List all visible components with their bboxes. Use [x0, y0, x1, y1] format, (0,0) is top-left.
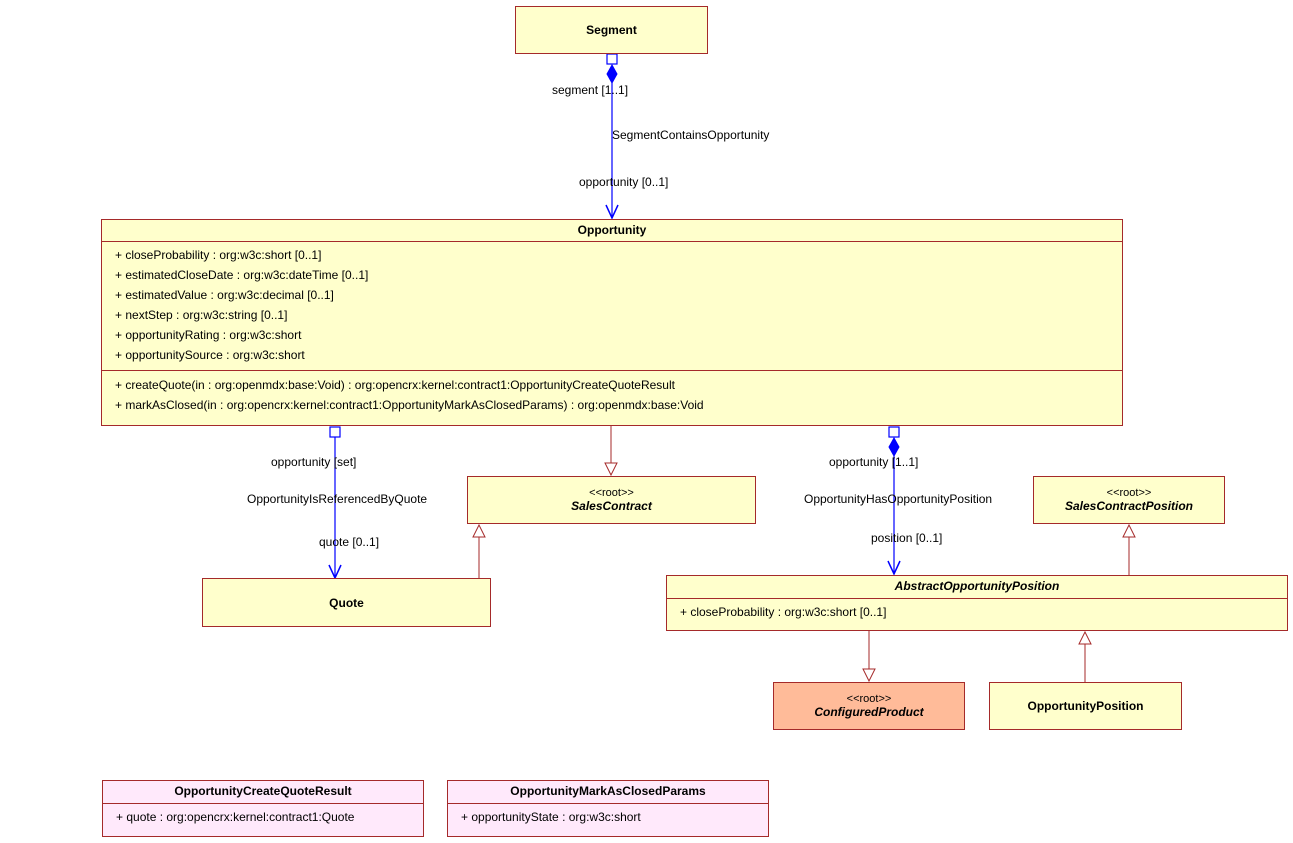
attribute-list: + quote : org:opencrx:kernel:contract1:Q… — [103, 803, 423, 830]
struct-opportunity-create-quote-result[interactable]: OpportunityCreateQuoteResult + quote : o… — [102, 780, 424, 837]
attribute: + closeProbability : org:w3c:short [0..1… — [115, 248, 322, 262]
role-label-opportunity: opportunity [set] — [271, 455, 357, 469]
assoc-opportunity-has-position[interactable] — [887, 426, 901, 576]
stereotype: <<root>> — [589, 487, 634, 499]
role-label-opportunity: opportunity [1..1] — [829, 455, 919, 469]
struct-opportunity-mark-as-closed-params[interactable]: OpportunityMarkAsClosedParams + opportun… — [447, 780, 769, 837]
generalization-abstractposition-salescontractposition — [1122, 523, 1136, 575]
class-name: Opportunity — [577, 223, 647, 237]
class-name: OpportunityMarkAsClosedParams — [510, 784, 706, 798]
class-name: OpportunityPosition — [1027, 699, 1144, 713]
class-name: AbstractOpportunityPosition — [894, 579, 1060, 593]
class-sales-contract[interactable]: <<root>> SalesContract — [467, 476, 756, 524]
stereotype: <<root>> — [1106, 487, 1152, 499]
attribute: + quote : org:opencrx:kernel:contract1:Q… — [116, 810, 355, 824]
class-abstract-opportunity-position[interactable]: AbstractOpportunityPosition + closeProba… — [666, 575, 1288, 631]
role-label-segment: segment [1..1] — [552, 83, 629, 97]
class-name: Segment — [586, 23, 637, 37]
attribute: + estimatedValue : org:w3c:decimal [0..1… — [115, 288, 334, 302]
attribute-list: + closeProbability : org:w3c:short [0..1… — [102, 241, 1122, 370]
generalization-opportunity-salescontract — [604, 426, 618, 477]
class-name: SalesContract — [571, 499, 652, 513]
role-label-position: position [0..1] — [871, 531, 943, 545]
operation: + markAsClosed(in : org:opencrx:kernel:c… — [115, 398, 704, 412]
stereotype: <<root>> — [846, 693, 892, 705]
association-name: OpportunityHasOpportunityPosition — [804, 492, 993, 506]
attribute-list: + closeProbability : org:w3c:short [0..1… — [667, 598, 1287, 625]
class-name: OpportunityCreateQuoteResult — [174, 784, 352, 798]
role-label-quote: quote [0..1] — [319, 535, 380, 549]
class-quote[interactable]: Quote — [202, 578, 491, 627]
attribute-list: + opportunityState : org:w3c:short — [448, 803, 768, 830]
attribute: + opportunityRating : org:w3c:short — [115, 328, 302, 342]
class-name: SalesContractPosition — [1064, 499, 1194, 513]
class-name: Quote — [329, 595, 364, 610]
generalization-abstractposition-configuredproduct — [862, 631, 876, 683]
attribute: + opportunitySource : org:w3c:short — [115, 348, 305, 362]
operation: + createQuote(in : org:openmdx:base:Void… — [115, 378, 675, 392]
class-segment[interactable]: Segment — [515, 6, 708, 54]
assoc-segment-contains-opportunity[interactable] — [605, 53, 619, 220]
attribute: + closeProbability : org:w3c:short [0..1… — [680, 605, 887, 619]
association-name: OpportunityIsReferencedByQuote — [247, 492, 428, 506]
class-configured-product[interactable]: <<root>> ConfiguredProduct — [773, 682, 965, 730]
attribute: + opportunityState : org:w3c:short — [461, 810, 641, 824]
class-opportunity[interactable]: Opportunity + closeProbability : org:w3c… — [101, 219, 1123, 426]
role-label-opportunity: opportunity [0..1] — [579, 175, 669, 189]
association-name: SegmentContainsOpportunity — [612, 128, 770, 142]
attribute: + nextStep : org:w3c:string [0..1] — [115, 308, 288, 322]
class-sales-contract-position[interactable]: <<root>> SalesContractPosition — [1033, 476, 1225, 524]
attribute: + estimatedCloseDate : org:w3c:dateTime … — [115, 268, 369, 282]
class-name: ConfiguredProduct — [814, 705, 924, 719]
generalization-opportunityposition-abstractposition — [1078, 630, 1092, 682]
class-opportunity-position[interactable]: OpportunityPosition — [989, 682, 1182, 730]
generalization-quote-salescontract — [472, 523, 486, 578]
operation-list: + createQuote(in : org:openmdx:base:Void… — [102, 370, 1122, 419]
